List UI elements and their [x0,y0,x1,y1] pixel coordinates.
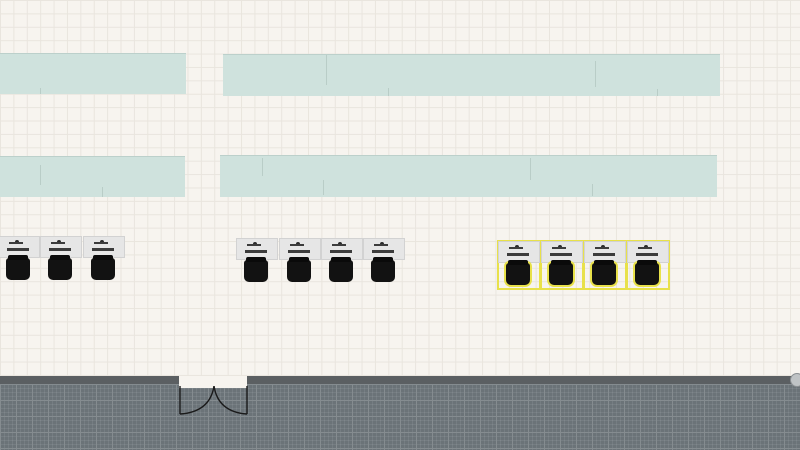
long-table-bottom-left[interactable] [0,156,185,197]
chair-icon [635,260,659,285]
monitor-icon [498,241,540,263]
chair-icon [48,255,72,280]
desk-station[interactable] [0,236,40,284]
chair-icon [6,255,30,280]
desk-station[interactable] [236,238,278,286]
desk-station[interactable] [279,238,321,286]
chair-icon [506,260,530,285]
desk-station-selected[interactable] [626,240,670,290]
chair-icon [244,257,268,282]
long-table-bottom-right[interactable] [220,155,717,197]
chair-icon [287,257,311,282]
chair-icon [549,260,573,285]
chair-icon [329,257,353,282]
chair-icon [91,255,115,280]
canvas-scroll-handle[interactable] [790,373,800,387]
desk-station[interactable] [363,238,405,286]
room-wall[interactable] [0,376,800,384]
monitor-icon [83,236,125,258]
desk-station[interactable] [321,238,363,286]
monitor-icon [363,238,405,260]
exterior-floor-grid [0,384,800,450]
chair-icon [371,257,395,282]
doorway-opening [179,376,247,388]
monitor-icon [40,236,82,258]
desk-station-selected[interactable] [540,240,584,290]
long-table-top-left[interactable] [0,53,186,94]
desk-station[interactable] [40,236,82,284]
desk-station-selected[interactable] [497,240,541,290]
chair-icon [592,260,616,285]
desk-cluster-right[interactable] [496,239,671,290]
desk-station[interactable] [83,236,125,284]
desk-station-selected[interactable] [583,240,627,290]
door-swing-icon[interactable] [178,386,250,418]
long-table-top-right[interactable] [223,54,720,96]
